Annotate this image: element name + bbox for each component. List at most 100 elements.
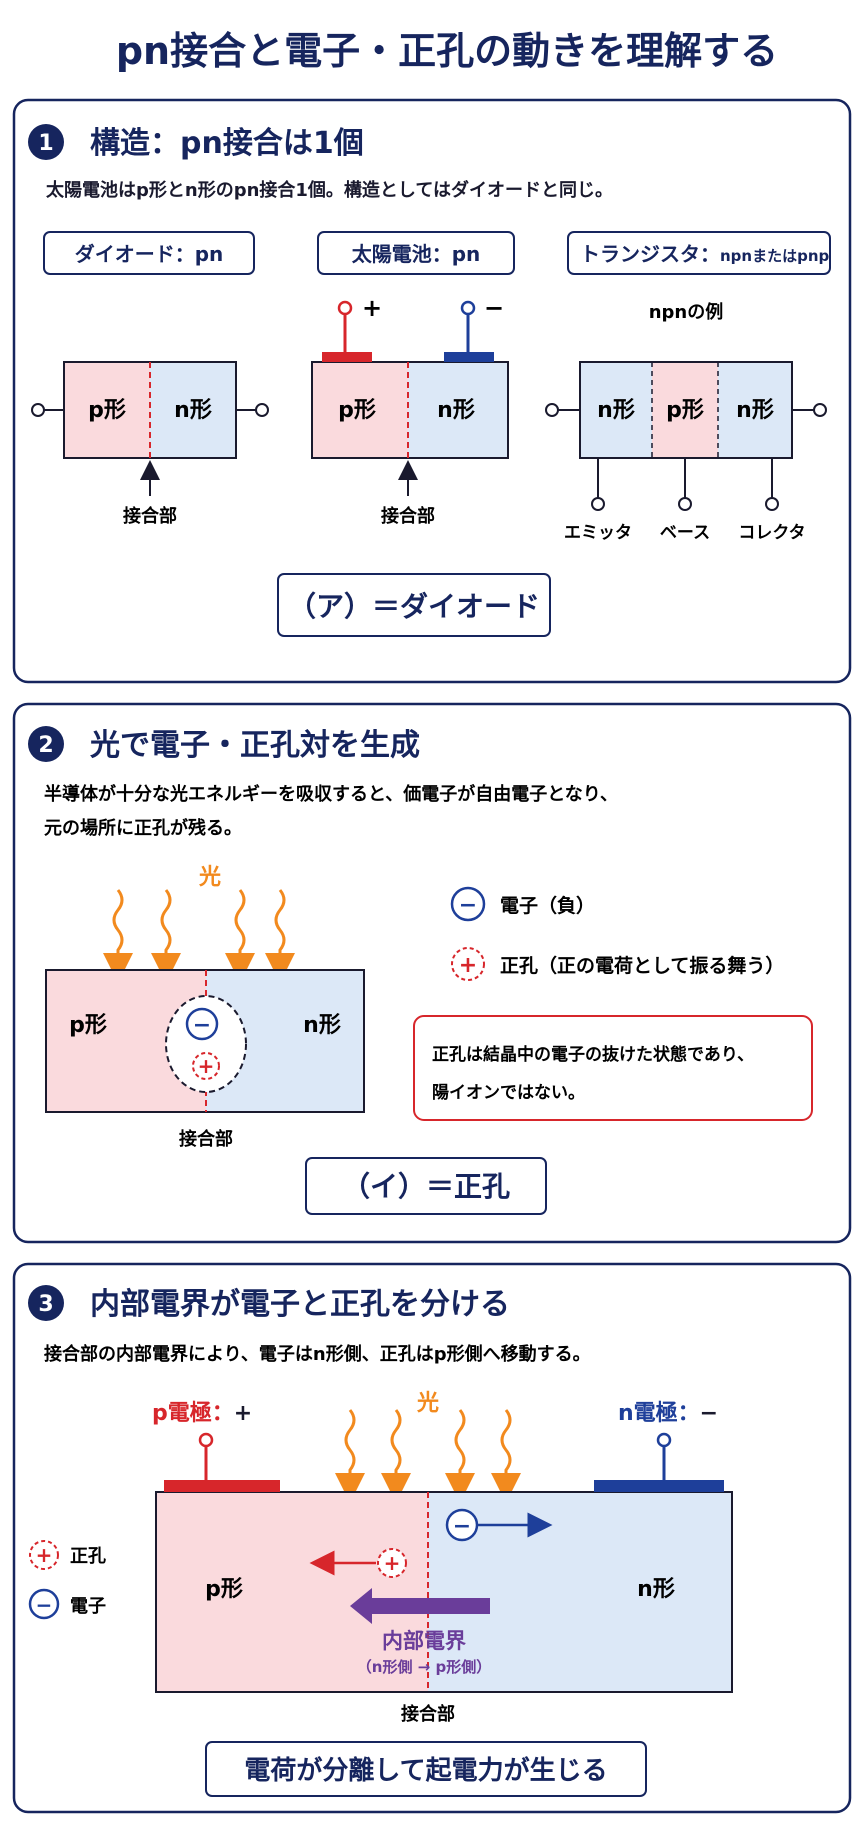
svg-text:−: − <box>193 1013 211 1038</box>
solar-minus-sign: − <box>484 294 504 322</box>
svg-text:+: + <box>36 1543 53 1567</box>
legend-electron-label: 電子（負） <box>500 894 595 917</box>
legend-electron-icon <box>450 886 486 922</box>
base-label: ベース <box>660 523 710 543</box>
p-electrode-sign: + <box>234 1401 252 1426</box>
transistor-label-sub: npnまたはpnp <box>720 247 830 265</box>
light-ray <box>491 1409 521 1503</box>
transistor-diagram: トランジスタ：npnまたはpnp npnの例 n形 p形 n形 エミッタ ベース… <box>545 231 831 543</box>
section-1-heading: 構造：pn接合は1個 <box>90 126 364 161</box>
solar-plus-terminal <box>337 300 353 316</box>
internal-field-direction: （n形側 → p形側） <box>357 1658 491 1676</box>
diode-p-label: p形 <box>88 398 126 423</box>
light-label-3: 光 <box>416 1391 439 1416</box>
emitter-label: エミッタ <box>564 523 632 543</box>
transistor-n2-label: n形 <box>736 398 774 423</box>
p-label-3: p形 <box>205 1577 243 1602</box>
legend-electron-icon-3 <box>28 1588 60 1620</box>
answer-i: （イ）＝正孔 <box>342 1170 510 1203</box>
transistor-n1-label: n形 <box>597 398 635 423</box>
solar-junction-label: 接合部 <box>381 505 435 527</box>
section-2-heading: 光で電子・正孔対を生成 <box>90 728 420 763</box>
n-electrode-sign: − <box>700 1401 718 1426</box>
transistor-example-label: npnの例 <box>649 301 724 323</box>
svg-text:トランジスタ：npnまたはpnp: トランジスタ：npnまたはpnp <box>580 242 830 266</box>
section-1: 1 構造：pn接合は1個 太陽電池はp形とn形のpn接合1個。構造としてはダイオ… <box>12 98 852 684</box>
hole-note-box <box>413 1015 813 1121</box>
p-region-3 <box>156 1492 428 1692</box>
svg-text:−: − <box>453 1514 471 1539</box>
answer-a-box <box>277 573 551 637</box>
light-ray <box>335 1409 365 1503</box>
legend-hole-icon <box>451 947 485 981</box>
internal-field-arrow <box>350 1588 490 1624</box>
p-electrode <box>164 1480 280 1492</box>
p-electrode-terminal <box>198 1432 214 1448</box>
emitter-terminal <box>591 497 605 511</box>
n-label-3: n形 <box>637 1577 675 1602</box>
junction-label-2: 接合部 <box>179 1128 233 1150</box>
hole-note-2: 陽イオンではない。 <box>432 1083 585 1103</box>
n-electrode-terminal <box>656 1432 672 1448</box>
light-ray <box>225 889 255 983</box>
legend-hole-label-3: 正孔 <box>70 1546 106 1567</box>
transistor-right-terminal <box>813 403 827 417</box>
section-3-heading: 内部電界が電子と正孔を分ける <box>90 1287 510 1322</box>
svg-text:−: − <box>36 1593 53 1617</box>
electron-icon <box>185 1007 219 1041</box>
svg-text:n電極：−: n電極：− <box>618 1400 718 1426</box>
solar-n-electrode <box>444 352 494 362</box>
page-title: pn接合と電子・正孔の動きを理解する <box>116 29 778 73</box>
p-electrode-label: p電極： <box>152 1400 234 1426</box>
transistor-label-main: トランジスタ： <box>580 242 720 266</box>
diode-label: ダイオード：pn <box>75 242 224 266</box>
solar-n-label: n形 <box>437 398 475 423</box>
section-2-number-badge <box>28 726 64 762</box>
section-3: 3 内部電界が電子と正孔を分ける 接合部の内部電界により、電子はn形側、正孔はp… <box>12 1262 852 1814</box>
p-label-2: p形 <box>69 1013 107 1038</box>
internal-field-label: 内部電界 <box>382 1629 466 1653</box>
svg-text:+: + <box>384 1551 401 1575</box>
light-ray <box>445 1409 475 1503</box>
diode-junction-label: 接合部 <box>123 505 177 527</box>
transistor-p-label: p形 <box>666 398 704 423</box>
conclusion-text: 電荷が分離して起電力が生じる <box>244 1755 607 1786</box>
solar-plus-sign: + <box>362 294 382 322</box>
solar-p-electrode <box>322 352 372 362</box>
svg-text:+: + <box>198 1054 215 1078</box>
hole-note-1: 正孔は結晶中の電子の抜けた状態であり、 <box>432 1044 754 1065</box>
hole-icon <box>192 1052 220 1080</box>
section-2-number: 2 <box>38 733 53 758</box>
n-electrode-label: n電極： <box>618 1400 700 1426</box>
section-2-description-2: 元の場所に正孔が残る。 <box>44 817 242 839</box>
solar-cell-diagram: 太陽電池：pn + − p形 n形 接合部 <box>311 231 515 527</box>
diode-diagram: ダイオード：pn p形 n形 接合部 <box>31 231 269 527</box>
section-3-number: 3 <box>38 1292 53 1317</box>
svg-text:p電極：+: p電極：+ <box>152 1400 252 1426</box>
diode-n-label: n形 <box>174 398 212 423</box>
solar-p-label: p形 <box>338 398 376 423</box>
electron-hole-pair <box>165 995 247 1093</box>
light-ray <box>151 889 181 983</box>
transistor-left-terminal <box>545 403 559 417</box>
section-1-number-badge <box>28 124 64 160</box>
collector-label: コレクタ <box>738 523 805 543</box>
solar-minus-terminal <box>460 300 476 316</box>
answer-a: （ア）＝ダイオード <box>288 590 540 623</box>
conclusion-box <box>205 1741 647 1797</box>
moving-electron-icon <box>445 1508 479 1542</box>
n-label-2: n形 <box>303 1013 341 1038</box>
svg-text:−: − <box>459 893 477 918</box>
section-2: 2 光で電子・正孔対を生成 半導体が十分な光エネルギーを吸収すると、価電子が自由… <box>12 702 852 1244</box>
collector-terminal <box>765 497 779 511</box>
legend-hole-label: 正孔（正の電荷として振る舞う） <box>500 954 784 977</box>
legend-hole-icon-3 <box>29 1540 59 1570</box>
section-1-number: 1 <box>38 131 53 156</box>
diode-right-terminal <box>255 403 269 417</box>
solar-label: 太陽電池：pn <box>352 242 481 266</box>
light-ray <box>103 889 133 983</box>
light-label-2: 光 <box>198 865 221 890</box>
answer-i-box <box>305 1157 547 1215</box>
